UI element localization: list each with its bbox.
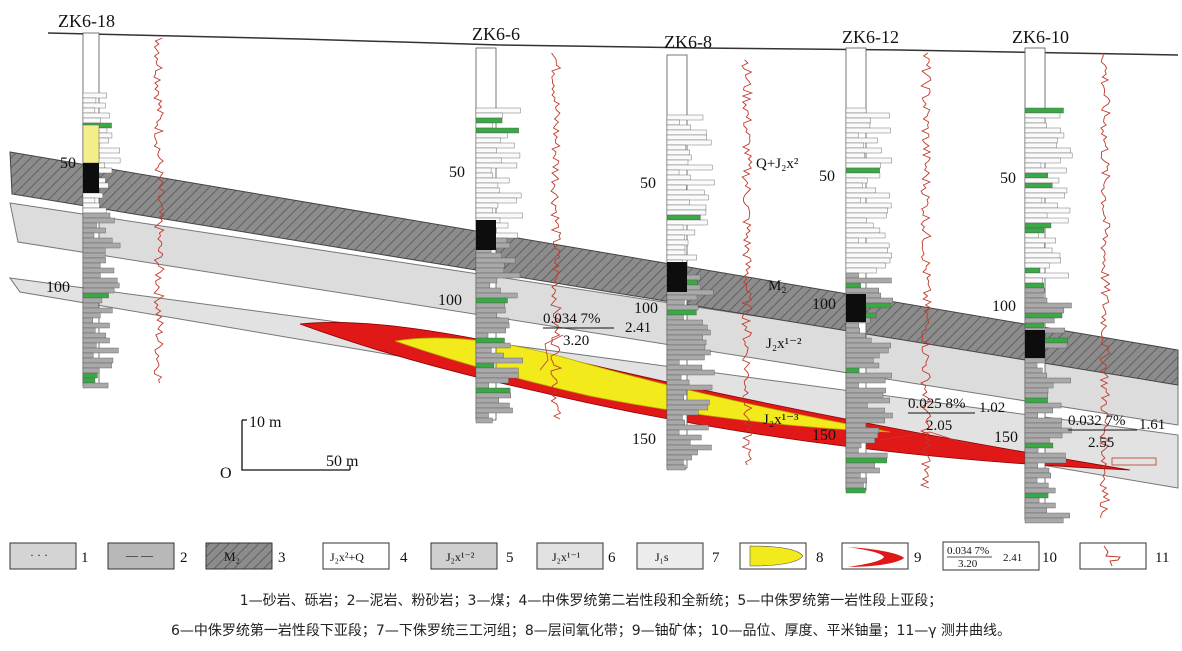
- scale-origin-label: O: [220, 465, 232, 482]
- legend-swatch-grade: [942, 541, 1040, 571]
- depth-label: 50: [449, 164, 465, 181]
- legend-swatch-j2x2q: [322, 542, 390, 570]
- scale-horizontal-label: 50 m: [326, 453, 359, 470]
- borehole-column: [666, 54, 715, 471]
- depth-label: 50: [60, 155, 76, 172]
- legend-num: 3: [278, 550, 286, 566]
- depth-label: 50: [1000, 170, 1016, 187]
- depth-label: 100: [812, 296, 836, 313]
- depth-label: 100: [46, 279, 70, 296]
- gamma-log-curve: [1098, 52, 1112, 519]
- borehole-column: [845, 47, 893, 494]
- grade-value: 0.034 7%: [543, 311, 601, 327]
- legend-swatch-j2x12: [430, 542, 498, 570]
- legend-num: 1: [81, 550, 89, 566]
- unit-label-j2x13: J₂x¹⁻³: [763, 412, 799, 428]
- meter-content-value: 1.61: [1139, 417, 1165, 433]
- well-label-zk6-8: ZK6-8: [664, 32, 712, 52]
- depth-label: 150: [632, 431, 656, 448]
- depth-label: 100: [438, 292, 462, 309]
- legend-num: 5: [506, 550, 514, 566]
- grade-annotation-zk6-6: 0.034 7% 3.20 2.41: [539, 311, 651, 371]
- well-label-zk6-12: ZK6-12: [842, 27, 899, 47]
- legend-sample-thickness: 3.20: [958, 558, 978, 570]
- unit-label-m2: M₂: [768, 278, 787, 294]
- legend-num: 6: [608, 550, 616, 566]
- legend-label: M₂: [224, 549, 240, 564]
- scale-vertical-label: 10 m: [249, 414, 282, 431]
- grade-value: 0.025 8%: [908, 396, 966, 412]
- legend-num: 2: [180, 550, 188, 566]
- depth-label: 100: [634, 300, 658, 317]
- legend-label: J₂x¹⁻²: [446, 550, 475, 564]
- thickness-value: 3.20: [563, 333, 589, 349]
- legend-label: J₂x¹⁻¹: [552, 550, 581, 564]
- scale-bar: O 10 m 50 m: [220, 414, 359, 482]
- depth-label: 150: [994, 429, 1018, 446]
- depth-label: 50: [819, 168, 835, 185]
- legend-num: 8: [816, 550, 824, 566]
- legend-label: J₁s: [655, 550, 669, 564]
- legend-label: J₂x²+Q: [330, 550, 364, 564]
- gamma-log-curve: [153, 37, 165, 384]
- grade-value: 0.032 7%: [1068, 413, 1126, 429]
- depth-label: 50: [640, 175, 656, 192]
- well-label-zk6-18: ZK6-18: [58, 11, 115, 31]
- gamma-log-curve: [919, 52, 932, 489]
- depth-label: 100: [992, 298, 1016, 315]
- legend-num: 7: [712, 550, 720, 566]
- gamma-log-curve: [740, 59, 754, 466]
- figure-caption-line-1: 1—砂岩、砾岩；2—泥岩、粉砂岩；3—煤；4—中侏罗统第二岩性段和全新统；5—中…: [239, 593, 943, 609]
- legend: · · · 1 — — 2 M₂ 3 J₂x²+Q 4 J₂x¹⁻² 5 J₂x…: [9, 541, 1169, 571]
- well-label-zk6-10: ZK6-10: [1012, 27, 1069, 47]
- borehole-column: [1024, 47, 1073, 524]
- figure-caption-line-2: 6—中侏罗统第一岩性段下亚段；7—下侏罗统三工河组；8—层间氧化带；9—铀矿体；…: [171, 623, 1011, 639]
- legend-swatch-gamma: [1079, 542, 1147, 570]
- legend-swatch-sandstone: [9, 542, 77, 570]
- m2-coal-band: [9, 151, 1179, 386]
- legend-sample-meter: 2.41: [1003, 552, 1022, 564]
- legend-num: 10: [1042, 550, 1057, 566]
- ground-surface-line: [47, 32, 1179, 56]
- legend-swatch-j2x11: [536, 542, 604, 570]
- meter-content-value: 1.02: [979, 400, 1005, 416]
- legend-swatch-mudstone: [107, 542, 175, 570]
- legend-swatch-j1s: [636, 542, 704, 570]
- thickness-value: 2.05: [926, 418, 952, 434]
- borehole-column: [475, 47, 523, 424]
- legend-num: 4: [400, 550, 408, 566]
- grade-annotation-zk6-12: 0.025 8% 2.05 1.02: [879, 396, 1005, 446]
- unit-label-q-j2x2: Q+J₂x²: [756, 156, 799, 172]
- unit-label-j2x12: J₂x¹⁻²: [766, 336, 802, 352]
- borehole-column: [82, 32, 121, 389]
- gamma-log-curve: [550, 52, 563, 420]
- well-label-zk6-6: ZK6-6: [472, 24, 520, 44]
- depth-label: 150: [812, 427, 836, 444]
- legend-swatch-coal: [205, 542, 273, 570]
- thickness-value: 2.55: [1088, 435, 1114, 451]
- legend-num: 11: [1155, 550, 1169, 566]
- svg-text:— —: — —: [125, 548, 154, 562]
- legend-num: 9: [914, 550, 922, 566]
- grade-annotation-zk6-10: 0.032 7% 2.55 1.61: [1068, 413, 1165, 466]
- legend-sample-grade: 0.034 7%: [947, 545, 989, 557]
- meter-content-value: 2.41: [625, 320, 651, 336]
- svg-text:· · ·: · · ·: [30, 548, 48, 562]
